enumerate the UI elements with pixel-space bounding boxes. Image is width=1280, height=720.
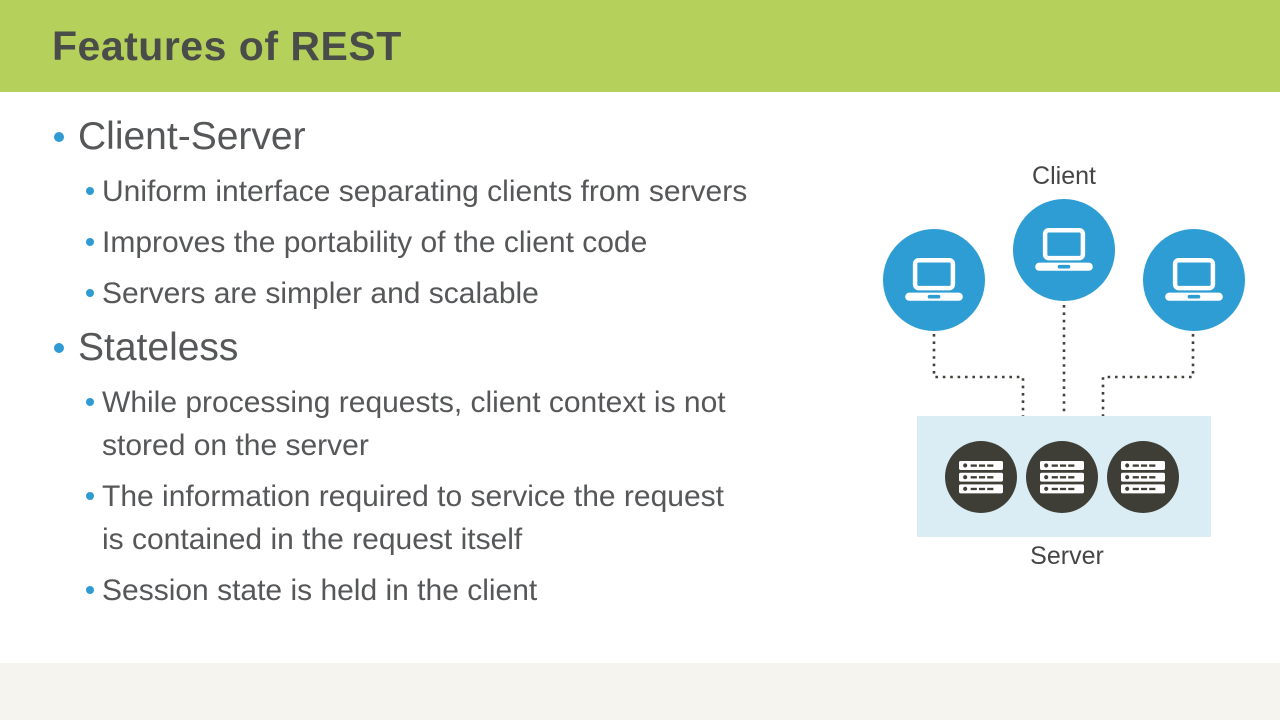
client-node (1013, 199, 1115, 301)
list-item: Improves the portability of the client c… (48, 221, 880, 264)
sub-bullet-group: While processing requests, client contex… (48, 381, 880, 612)
server-label: Server (1030, 542, 1104, 570)
laptop-icon (905, 257, 963, 301)
bullet-text: Session state is held in the client (102, 574, 538, 607)
bullet-icon (86, 586, 94, 594)
slide-header: Features of REST (0, 0, 1280, 92)
bullet-icon (86, 289, 94, 297)
server-icon (1040, 460, 1084, 493)
client-label: Client (1032, 162, 1096, 190)
bullet-text: Improves the portability of the client c… (102, 226, 648, 259)
bullet-icon (54, 343, 64, 353)
list-item: Session state is held in the client (48, 569, 880, 612)
bullet-icon (86, 492, 94, 500)
list-item-section-title: Stateless (48, 323, 880, 373)
client-server-diagram: Client (860, 150, 1264, 590)
client-node (1143, 229, 1245, 331)
bullet-icon (86, 187, 94, 195)
page-title: Features of REST (52, 22, 402, 69)
laptop-icon (1035, 227, 1093, 271)
bullet-text: The information required to service the … (102, 480, 724, 556)
server-node (945, 441, 1017, 513)
list-item-section-title: Client-Server (48, 112, 880, 162)
list-item: Servers are simpler and scalable (48, 272, 880, 315)
sub-bullet-group: Uniform interface separating clients fro… (48, 170, 880, 315)
server-icon (959, 460, 1003, 493)
bullet-icon (86, 238, 94, 246)
server-node (1107, 441, 1179, 513)
section-title: Stateless (78, 326, 239, 369)
bullet-icon (86, 398, 94, 406)
section-title: Client-Server (78, 115, 306, 158)
server-node (1026, 441, 1098, 513)
bullet-text: While processing requests, client contex… (102, 386, 726, 462)
footer-strip (0, 663, 1280, 720)
bullet-text: Servers are simpler and scalable (102, 277, 539, 310)
list-item: Uniform interface separating clients fro… (48, 170, 880, 213)
client-node (883, 229, 985, 331)
bullet-icon (54, 132, 64, 142)
bullet-text: Uniform interface separating clients fro… (102, 175, 748, 208)
laptop-icon (1165, 257, 1223, 301)
list-item: The information required to service the … (48, 475, 880, 561)
server-icon (1121, 460, 1165, 493)
bullet-list: Client-Server Uniform interface separati… (48, 112, 880, 620)
list-item: While processing requests, client contex… (48, 381, 880, 467)
